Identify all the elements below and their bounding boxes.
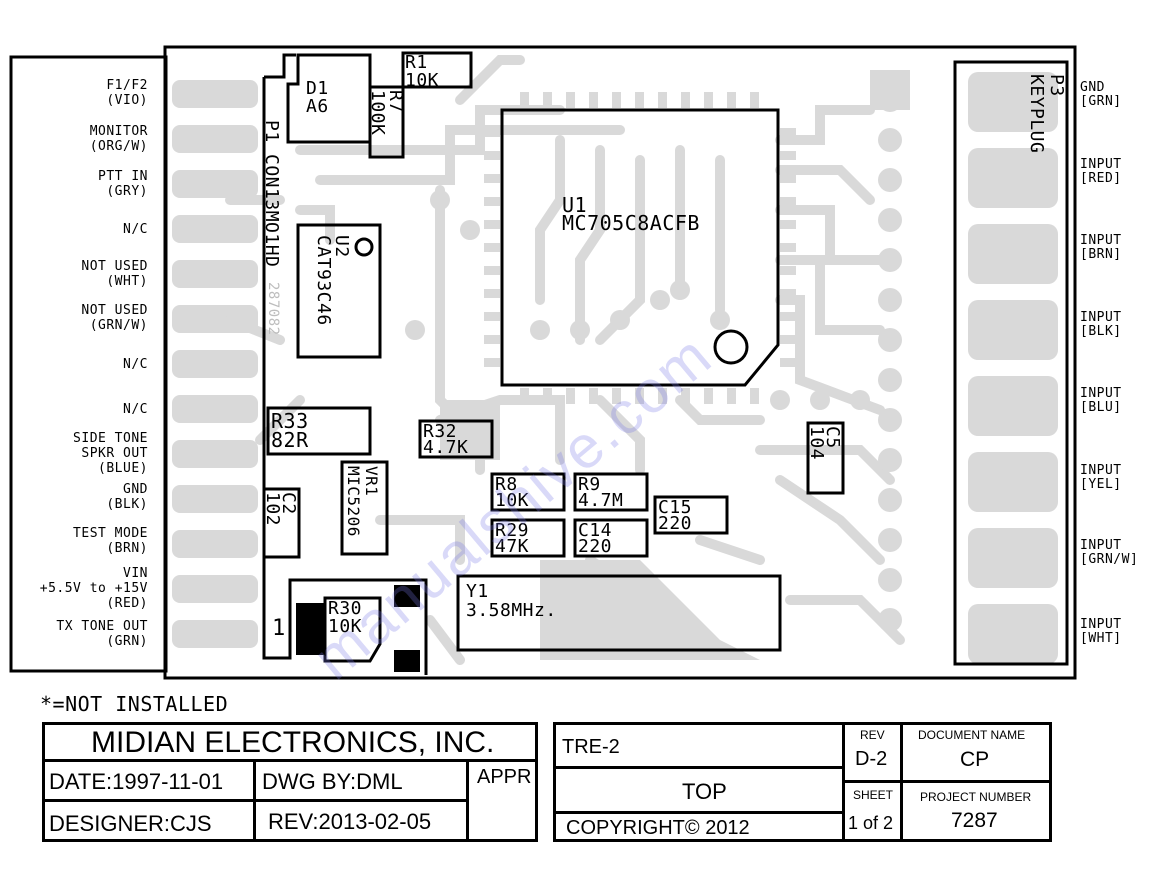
right-pin-label: INPUT [BLK] [1080, 310, 1122, 339]
r32-label: R32 4.7K [423, 421, 469, 458]
document-name-label: DOCUMENT NAME [918, 728, 1026, 742]
right-pin-label: INPUT [WHT] [1080, 617, 1122, 646]
rev-cell: REV D-2 [842, 722, 903, 783]
c2-outline [262, 487, 301, 559]
left-pin-label: SIDE TONE SPKR OUT (BLUE) [73, 430, 148, 476]
left-pin-label: GND (BLK) [106, 482, 148, 512]
right-pin-label: INPUT [BLU] [1080, 386, 1122, 415]
p3-label: P3 KEYPLUG [1026, 74, 1067, 154]
c5-outline [806, 421, 845, 495]
d1-label: D1 A6 [306, 78, 329, 117]
rev-value: D-2 [855, 748, 888, 770]
left-pin-label: N/C [123, 221, 148, 237]
r8-outline [490, 472, 566, 512]
u1-label: U1 MC705C8ACFB [562, 193, 700, 235]
p1-label: P1 CON13MO1HD [261, 120, 282, 268]
r30-outline [323, 596, 382, 663]
project-number-value: 7287 [951, 809, 998, 832]
left-pin-label: MONITOR (ORG/W) [89, 124, 148, 154]
r1-outline [401, 51, 473, 89]
left-pin-label: VIN +5.5V to +15V (RED) [39, 565, 148, 611]
appr-text: APPR [477, 766, 532, 788]
c5-label: C5 104 [806, 426, 843, 461]
project-number-cell: PROJECT NUMBER 7287 [900, 780, 1052, 842]
r7-label: R7 100K [367, 90, 406, 136]
r9-outline [573, 472, 649, 512]
c15-label: C15 220 [658, 497, 693, 534]
c14-label: C14 220 [578, 520, 613, 557]
vr1-outline [340, 460, 389, 556]
date-cell: DATE:1997-11-01 [42, 759, 256, 802]
u1-outline [500, 108, 780, 387]
vr1-label: VR1 MIC5206 [344, 466, 381, 537]
company-cell: MIDIAN ELECTRONICS, INC. [42, 722, 538, 762]
project-number-label: PROJECT NUMBER [920, 790, 1032, 804]
right-pin-label: INPUT [YEL] [1080, 463, 1122, 492]
sheet-cell: SHEET 1 of 2 [842, 780, 903, 842]
p1-body-outline [262, 77, 428, 675]
left-pin-label: N/C [123, 356, 148, 372]
p1-pin1-label: 1 [272, 616, 286, 641]
left-pin-label: F1/F2 (VIO) [106, 78, 148, 108]
c15-outline [653, 495, 729, 535]
right-pin-label: INPUT [BRN] [1080, 233, 1122, 262]
r1-label: R1 10K [405, 52, 440, 91]
view-text: TOP [682, 779, 727, 804]
r29-label: R29 47K [495, 520, 530, 557]
r30-label: R30 10K [328, 598, 363, 637]
left-pin-label: N/C [123, 401, 148, 417]
sheet-label: SHEET [853, 788, 894, 802]
p1-code-label: 287082 [265, 282, 281, 336]
p3-body-outline [953, 60, 1069, 666]
left-pin-label: PTT IN (GRY) [98, 169, 148, 199]
document-name-cell: DOCUMENT NAME CP [900, 722, 1052, 783]
dwg-by-cell: DWG BY:DML [253, 759, 469, 802]
y1-outline [456, 574, 782, 652]
u2-outline [296, 223, 382, 359]
model-cell: TRE-2 [553, 722, 845, 769]
sheet-value: 1 of 2 [848, 813, 894, 833]
u1-pin1-mark [713, 329, 749, 365]
copyright-text: COPYRIGHT© 2012 [566, 817, 750, 839]
document-name-value: CP [960, 748, 990, 771]
not-installed-note: *=NOT INSTALLED [40, 692, 229, 716]
company-name: MIDIAN ELECTRONICS, INC. [91, 726, 495, 759]
right-pin-label: INPUT [RED] [1080, 157, 1122, 186]
designer-text: DESIGNER:CJS [49, 811, 212, 836]
designer-cell: DESIGNER:CJS [42, 799, 256, 842]
rev-date-text: REV:2013-02-05 [268, 809, 432, 834]
appr-cell: APPR [466, 759, 538, 842]
date-text: DATE:1997-11-01 [49, 769, 224, 794]
model-text: TRE-2 [562, 736, 620, 758]
copyright-cell: COPYRIGHT© 2012 [553, 811, 845, 842]
r29-outline [490, 518, 566, 558]
left-pin-label: TEST MODE (BRN) [73, 526, 148, 556]
c14-outline [573, 518, 649, 558]
r7-outline [368, 85, 405, 159]
c2-label: C2 102 [262, 492, 299, 527]
r32-outline [418, 419, 494, 459]
d1-outline [286, 53, 372, 144]
pcb-border [163, 45, 1077, 680]
r33-outline [266, 406, 372, 456]
right-pin-label: GND [GRN] [1080, 80, 1122, 109]
left-pin-label: NOT USED (WHT) [81, 259, 148, 289]
left-pin-label: TX TONE OUT (GRN) [56, 619, 148, 649]
rev-label: REV [860, 728, 885, 742]
dwg-by-text: DWG BY:DML [262, 769, 403, 794]
left-pin-label: NOT USED (GRN/W) [81, 303, 148, 333]
r33-label: R33 82R [271, 409, 309, 452]
right-pin-label: INPUT [GRN/W] [1080, 538, 1139, 567]
rev-date-cell: REV:2013-02-05 [253, 799, 469, 842]
u2-label: U2 CAT93C46 [313, 235, 352, 326]
r8-label: R8 10K [495, 474, 530, 511]
r9-label: R9 4.7M [578, 474, 624, 511]
y1-label: Y1 3.58MHz. [466, 581, 557, 621]
view-cell: TOP [553, 766, 845, 814]
